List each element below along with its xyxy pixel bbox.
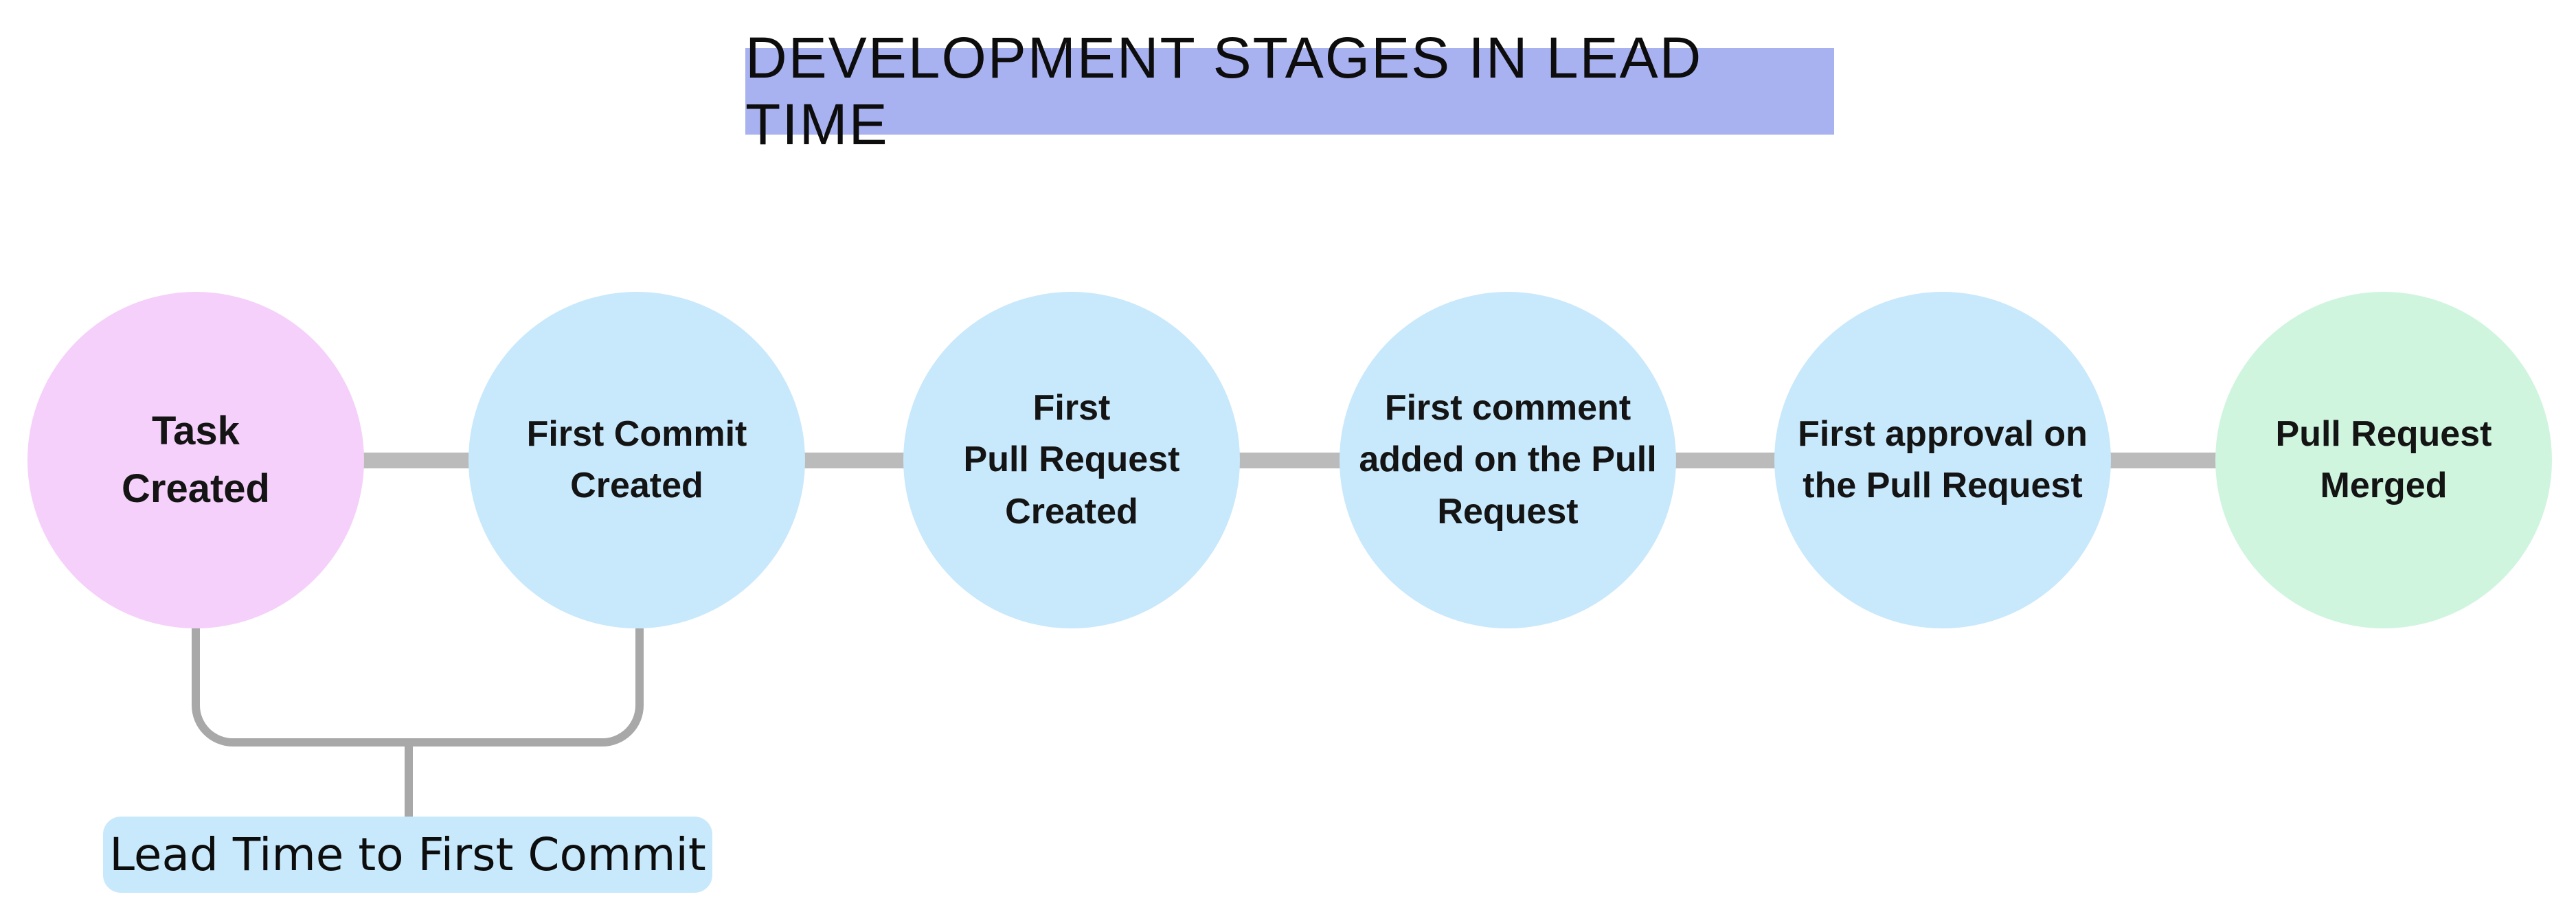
stage-circle-task-created: Task Created [27,292,364,628]
stage-circle-first-comment-added: First comment added on the Pull Request [1340,292,1676,628]
lead-time-bracket [192,628,644,747]
stage-label: First approval on the Pull Request [1798,413,2088,505]
stage-circle-pull-request-merged: Pull Request Merged [2215,292,2552,628]
stage-label: First Pull Request Created [963,387,1180,532]
diagram-title: DEVELOPMENT STAGES IN LEAD TIME [745,25,1834,157]
stage-label: Pull Request Merged [2275,413,2492,505]
stage-label: First Commit Created [526,413,747,505]
stage-label: Task Created [122,408,270,511]
stage-circle-first-pull-request-created: First Pull Request Created [903,292,1240,628]
stage-label: First comment added on the Pull Request [1359,387,1657,532]
lead-time-bracket-stem [405,742,413,818]
lead-time-annotation: Lead Time to First Commit [103,817,712,893]
stage-circle-first-approval: First approval on the Pull Request [1774,292,2111,628]
stage-circle-first-commit-created: First Commit Created [468,292,805,628]
